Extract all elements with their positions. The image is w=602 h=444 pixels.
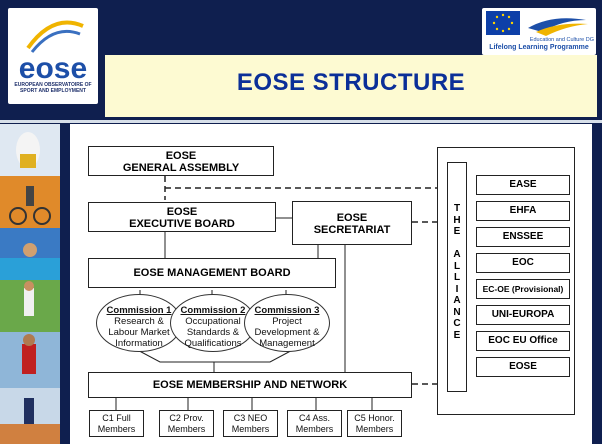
alliance-letter: I xyxy=(455,283,459,295)
svg-text:eose: eose xyxy=(19,52,87,85)
alliance-item-eose: EOSE xyxy=(476,357,570,377)
alliance-letter: A xyxy=(453,295,461,306)
member-c4-line2: Members xyxy=(295,424,334,434)
member-c5: C5 Honor. Members xyxy=(347,410,402,437)
commission-3-line1: Project xyxy=(272,316,302,327)
dg-caption: Education and Culture DG xyxy=(529,37,594,43)
executive-board-line1: EOSE xyxy=(166,206,198,218)
alliance-item-eoc-eu-office: EOC EU Office xyxy=(476,331,570,351)
commission-3-line3: Management xyxy=(259,338,315,349)
eose-logo: eose EUROPEAN OBSERVATOIRE OF SPORT AND … xyxy=(8,8,98,104)
alliance-letter: H xyxy=(453,214,461,226)
member-c1-line2: Members xyxy=(97,424,136,434)
member-c5-line2: Members xyxy=(355,424,394,434)
alliance-letter: T xyxy=(453,203,461,214)
photo-runner xyxy=(0,280,60,332)
eose-logo-mark: eose xyxy=(19,20,87,85)
llp-caption: Lifelong Learning Programme xyxy=(489,44,589,51)
member-c3-line1: C3 NEO xyxy=(233,413,268,423)
alliance-item-ease: EASE xyxy=(476,175,570,195)
photo-skier xyxy=(0,124,60,176)
eu-programme-logo: Education and Culture DG Lifelong Learni… xyxy=(482,8,596,55)
commission-2-line3: Qualifications xyxy=(184,338,242,349)
commission-2-title: Commission 2 xyxy=(180,305,246,316)
management-board-box: EOSE MANAGEMENT BOARD xyxy=(88,258,336,288)
secretariat-box: EOSE SECRETARIAT xyxy=(292,201,412,245)
alliance-letter: C xyxy=(453,318,461,329)
member-c1: C1 Full Members xyxy=(89,410,144,437)
general-assembly-line2: GENERAL ASSEMBLY xyxy=(122,162,240,174)
secretariat-line1: EOSE xyxy=(336,212,368,224)
general-assembly-box: EOSE GENERAL ASSEMBLY xyxy=(88,146,274,176)
member-c3-line2: Members xyxy=(231,424,270,434)
commission-2-line1: Occupational xyxy=(185,316,241,327)
header-divider xyxy=(0,120,602,123)
executive-board-box: EOSE EXECUTIVE BOARD xyxy=(88,202,276,232)
commission-1-line2: Labour Market xyxy=(108,327,170,338)
photo-strip xyxy=(0,124,60,444)
header-bar: eose EUROPEAN OBSERVATOIRE OF SPORT AND … xyxy=(0,0,602,118)
commission-3-title: Commission 3 xyxy=(254,305,320,316)
alliance-letter: A xyxy=(453,249,461,260)
membership-box: EOSE MEMBERSHIP AND NETWORK xyxy=(88,372,412,398)
title-band: EOSE STRUCTURE xyxy=(105,55,597,117)
commission-1-line1: Research & xyxy=(114,316,164,327)
commission-3-line2: Development & xyxy=(254,327,320,338)
commission-2-line2: Standards & xyxy=(186,327,240,338)
alliance-letter: L xyxy=(453,260,461,272)
commission-1-line3: Information xyxy=(115,338,163,349)
commission-1-title: Commission 1 xyxy=(106,305,172,316)
member-c1-line1: C1 Full xyxy=(102,413,131,423)
member-c2-line2: Members xyxy=(167,424,206,434)
photo-athlete xyxy=(0,332,60,388)
alliance-letter-gap xyxy=(448,238,466,250)
alliance-item-ec-oe: EC-OE (Provisional) xyxy=(476,279,570,299)
alliance-item-enssee: ENSSEE xyxy=(476,227,570,247)
member-c4-line1: C4 Ass. xyxy=(298,413,330,423)
member-c5-line1: C5 Honor. xyxy=(354,413,395,423)
alliance-letter: N xyxy=(453,306,461,318)
member-c3: C3 NEO Members xyxy=(223,410,278,437)
alliance-label: T H E A L L I A N C E xyxy=(447,162,467,392)
member-c2-line1: C2 Prov. xyxy=(169,413,204,423)
member-c4: C4 Ass. Members xyxy=(287,410,342,437)
general-assembly-line1: EOSE xyxy=(165,150,197,162)
secretariat-line2: SECRETARIAT xyxy=(313,224,391,236)
alliance-item-uni-europa: UNI-EUROPA xyxy=(476,305,570,325)
page-title: EOSE STRUCTURE xyxy=(236,69,466,96)
commission-3: Commission 3 Project Development & Manag… xyxy=(244,294,330,352)
photo-climber xyxy=(0,388,60,444)
alliance-letter: E xyxy=(453,329,461,341)
photo-swimmer xyxy=(0,228,60,280)
alliance-item-ehfa: EHFA xyxy=(476,201,570,221)
executive-board-line2: EXECUTIVE BOARD xyxy=(129,218,235,230)
alliance-letter: L xyxy=(453,272,461,283)
member-c2: C2 Prov. Members xyxy=(159,410,214,437)
eose-logo-caption: EUROPEAN OBSERVATOIRE OF SPORT AND EMPLO… xyxy=(14,82,92,94)
commission-2: Commission 2 Occupational Standards & Qu… xyxy=(170,294,256,352)
photo-cyclist xyxy=(0,176,60,228)
alliance-item-eoc: EOC xyxy=(476,253,570,273)
eu-flag-icon xyxy=(486,11,588,36)
alliance-letter: E xyxy=(453,226,461,237)
